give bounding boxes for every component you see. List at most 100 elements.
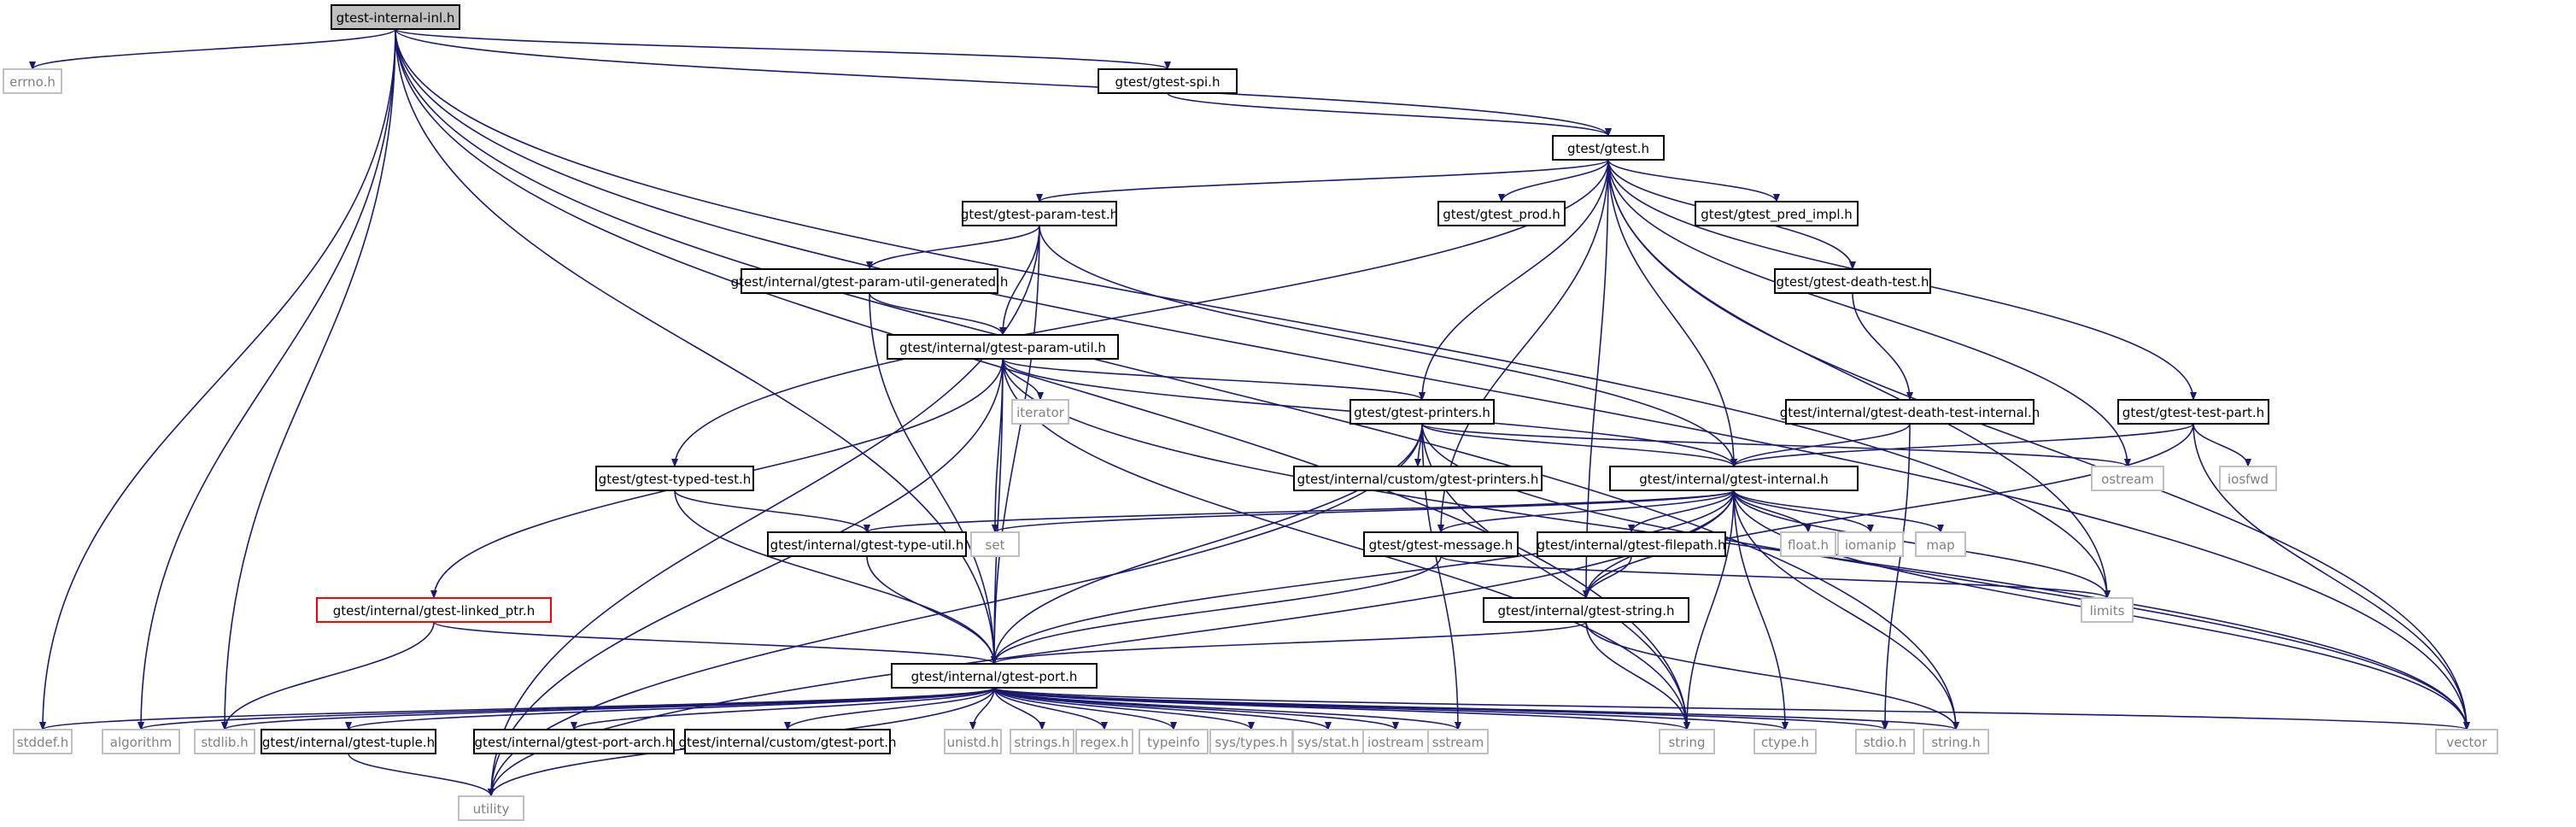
node-iomanip[interactable]: iomanip <box>1837 531 1904 557</box>
edge-internal-to-message <box>1437 490 1735 533</box>
node-vector[interactable]: vector <box>2435 729 2498 754</box>
node-iosfwd[interactable]: iosfwd <box>2219 466 2277 491</box>
node-string[interactable]: string <box>1659 729 1715 754</box>
node-box <box>1011 399 1069 425</box>
node-label: typeinfo <box>1147 735 1200 750</box>
node-box <box>331 4 460 30</box>
edge-internal-to-filepath <box>1628 490 1735 533</box>
node-iostream[interactable]: iostream <box>1362 729 1429 754</box>
node-gtest-gtest-prod-h[interactable]: gtest/gtest_prod.h <box>1437 201 1566 226</box>
node-stdlib-h[interactable]: stdlib.h <box>194 729 255 754</box>
node-gtest-internal-gtest-death-test-internal-h[interactable]: gtest/internal/gtest-death-test-internal… <box>1780 399 2040 425</box>
node-box <box>944 729 1002 754</box>
edge-printers-to-internal <box>1421 423 1737 467</box>
node-box <box>970 531 1020 557</box>
node-box <box>1695 201 1859 226</box>
node-box <box>1855 729 1915 754</box>
edge-internal-to-set <box>992 490 1735 533</box>
node-limits[interactable]: limits <box>2081 597 2134 623</box>
node-box <box>1780 531 1836 557</box>
node-string-h[interactable]: string.h <box>1923 729 1989 754</box>
node-box <box>1753 729 1817 754</box>
node-gtest-gtest-h[interactable]: gtest/gtest.h <box>1552 135 1665 161</box>
node-sys-stat-h[interactable]: sys/stat.h <box>1292 729 1364 754</box>
edge-inl-to-stringh <box>395 28 1959 730</box>
edge-printers-to-port <box>991 423 1423 665</box>
node-gtest-internal-gtest-port-h[interactable]: gtest/internal/gtest-port.h <box>891 663 1098 689</box>
node-iterator[interactable]: iterator <box>1011 399 1069 425</box>
edge-port-to-portarch <box>571 687 995 730</box>
edge-linkedptr-to-port <box>433 621 998 665</box>
edge-gtest-to-printers <box>1419 159 1609 401</box>
node-algorithm[interactable]: algorithm <box>102 729 180 754</box>
node-gtest-internal-gtest-param-util-h[interactable]: gtest/internal/gtest-param-util.h <box>887 334 1119 360</box>
node-gtest-gtest-test-part-h[interactable]: gtest/gtest-test-part.h <box>2117 399 2269 425</box>
edge-port-to-strings <box>993 687 1045 730</box>
edge-port-to-stringh <box>993 687 1959 730</box>
node-box <box>1349 399 1495 425</box>
edge-putil-to-utility <box>488 358 1004 797</box>
node-gtest-gtest-printers-h[interactable]: gtest/gtest-printers.h <box>1349 399 1495 425</box>
node-ctype-h[interactable]: ctype.h <box>1753 729 1817 754</box>
node-sys-types-h[interactable]: sys/types.h <box>1209 729 1293 754</box>
edge-port-to-stdlib <box>221 687 995 730</box>
node-gtest-internal-gtest-param-util-generated-h[interactable]: gtest/internal/gtest-param-util-generate… <box>731 268 1009 294</box>
node-gtest-internal-gtest-port-arch-h[interactable]: gtest/internal/gtest-port-arch.h <box>473 729 675 754</box>
node-set[interactable]: set <box>970 531 1020 557</box>
edge-putil-to-string <box>1002 358 1690 730</box>
node-gtest-internal-gtest-linked-ptr-h[interactable]: gtest/internal/gtest-linked_ptr.h <box>316 597 552 623</box>
node-label: iosfwd <box>2228 472 2269 487</box>
node-gtest-internal-custom-gtest-printers-h[interactable]: gtest/internal/custom/gtest-printers.h <box>1293 466 1543 491</box>
edge-gtest-to-vector <box>1607 159 2470 730</box>
nodes-layer: gtest-internal-inl.h errno.h gtest/gtest-s… <box>3 4 2498 821</box>
node-label: unistd.h <box>947 735 999 750</box>
node-ostream[interactable]: ostream <box>2091 466 2164 491</box>
node-label: errno.h <box>9 74 56 90</box>
node-strings-h[interactable]: strings.h <box>1010 729 1074 754</box>
node-label: gtest/internal/gtest-param-util.h <box>899 340 1106 355</box>
node-stddef-h[interactable]: stddef.h <box>13 729 73 754</box>
node-gtest-internal-inl-h[interactable]: gtest-internal-inl.h <box>331 4 460 30</box>
node-gtest-gtest-spi-h[interactable]: gtest/gtest-spi.h <box>1098 68 1238 94</box>
node-gtest-gtest-typed-test-h[interactable]: gtest/gtest-typed-test.h <box>595 466 754 491</box>
node-box <box>261 729 436 754</box>
edge-internal-to-port <box>991 490 1735 665</box>
node-label: map <box>1926 537 1954 553</box>
edge-gtest-to-gstring <box>1583 159 1609 599</box>
node-gtest-internal-gtest-type-util-h[interactable]: gtest/internal/gtest-type-util.h <box>767 531 967 557</box>
edge-inl-to-stddef <box>39 28 396 730</box>
edge-typedtest-to-port <box>674 490 998 665</box>
node-gtest-gtest-message-h[interactable]: gtest/gtest-message.h <box>1363 531 1519 557</box>
node-gtest-internal-gtest-string-h[interactable]: gtest/internal/gtest-string.h <box>1483 597 1689 623</box>
node-gtest-gtest-pred-impl-h[interactable]: gtest/gtest_pred_impl.h <box>1695 201 1859 226</box>
node-box <box>2081 597 2134 623</box>
edge-filepath-to-gstring <box>1583 555 1632 599</box>
edge-putil-to-vector <box>1002 358 2470 730</box>
node-label: stdlib.h <box>201 735 248 750</box>
node-label: string <box>1668 735 1705 750</box>
node-box <box>458 795 524 821</box>
node-map[interactable]: map <box>1915 531 1966 557</box>
node-gtest-gtest-death-test-h[interactable]: gtest/gtest-death-test.h <box>1774 268 1931 294</box>
node-utility[interactable]: utility <box>458 795 524 821</box>
node-gtest-internal-gtest-filepath-h[interactable]: gtest/internal/gtest-filepath.h <box>1537 531 1726 557</box>
node-stdio-h[interactable]: stdio.h <box>1855 729 1915 754</box>
edge-port-to-systypes <box>993 687 1255 730</box>
node-typeinfo[interactable]: typeinfo <box>1139 729 1209 754</box>
node-box <box>1209 729 1293 754</box>
node-sstream[interactable]: sstream <box>1427 729 1489 754</box>
node-gtest-gtest-param-test-h[interactable]: gtest/gtest-param-test.h <box>961 201 1118 226</box>
node-regex-h[interactable]: regex.h <box>1075 729 1133 754</box>
edge-tuple-to-utility <box>348 753 495 797</box>
node-float-h[interactable]: float.h <box>1780 531 1836 557</box>
node-box <box>684 729 891 754</box>
node-gtest-internal-gtest-tuple-h[interactable]: gtest/internal/gtest-tuple.h <box>261 729 436 754</box>
edge-inl-to-spi <box>395 28 1171 70</box>
node-label: strings.h <box>1014 735 1069 750</box>
node-box <box>2435 729 2498 754</box>
node-unistd-h[interactable]: unistd.h <box>944 729 1002 754</box>
node-errno-h[interactable]: errno.h <box>3 68 62 94</box>
node-gtest-internal-custom-gtest-port-h[interactable]: gtest/internal/custom/gtest-port.h <box>678 729 897 754</box>
node-gtest-internal-gtest-internal-h[interactable]: gtest/internal/gtest-internal.h <box>1609 466 1859 491</box>
